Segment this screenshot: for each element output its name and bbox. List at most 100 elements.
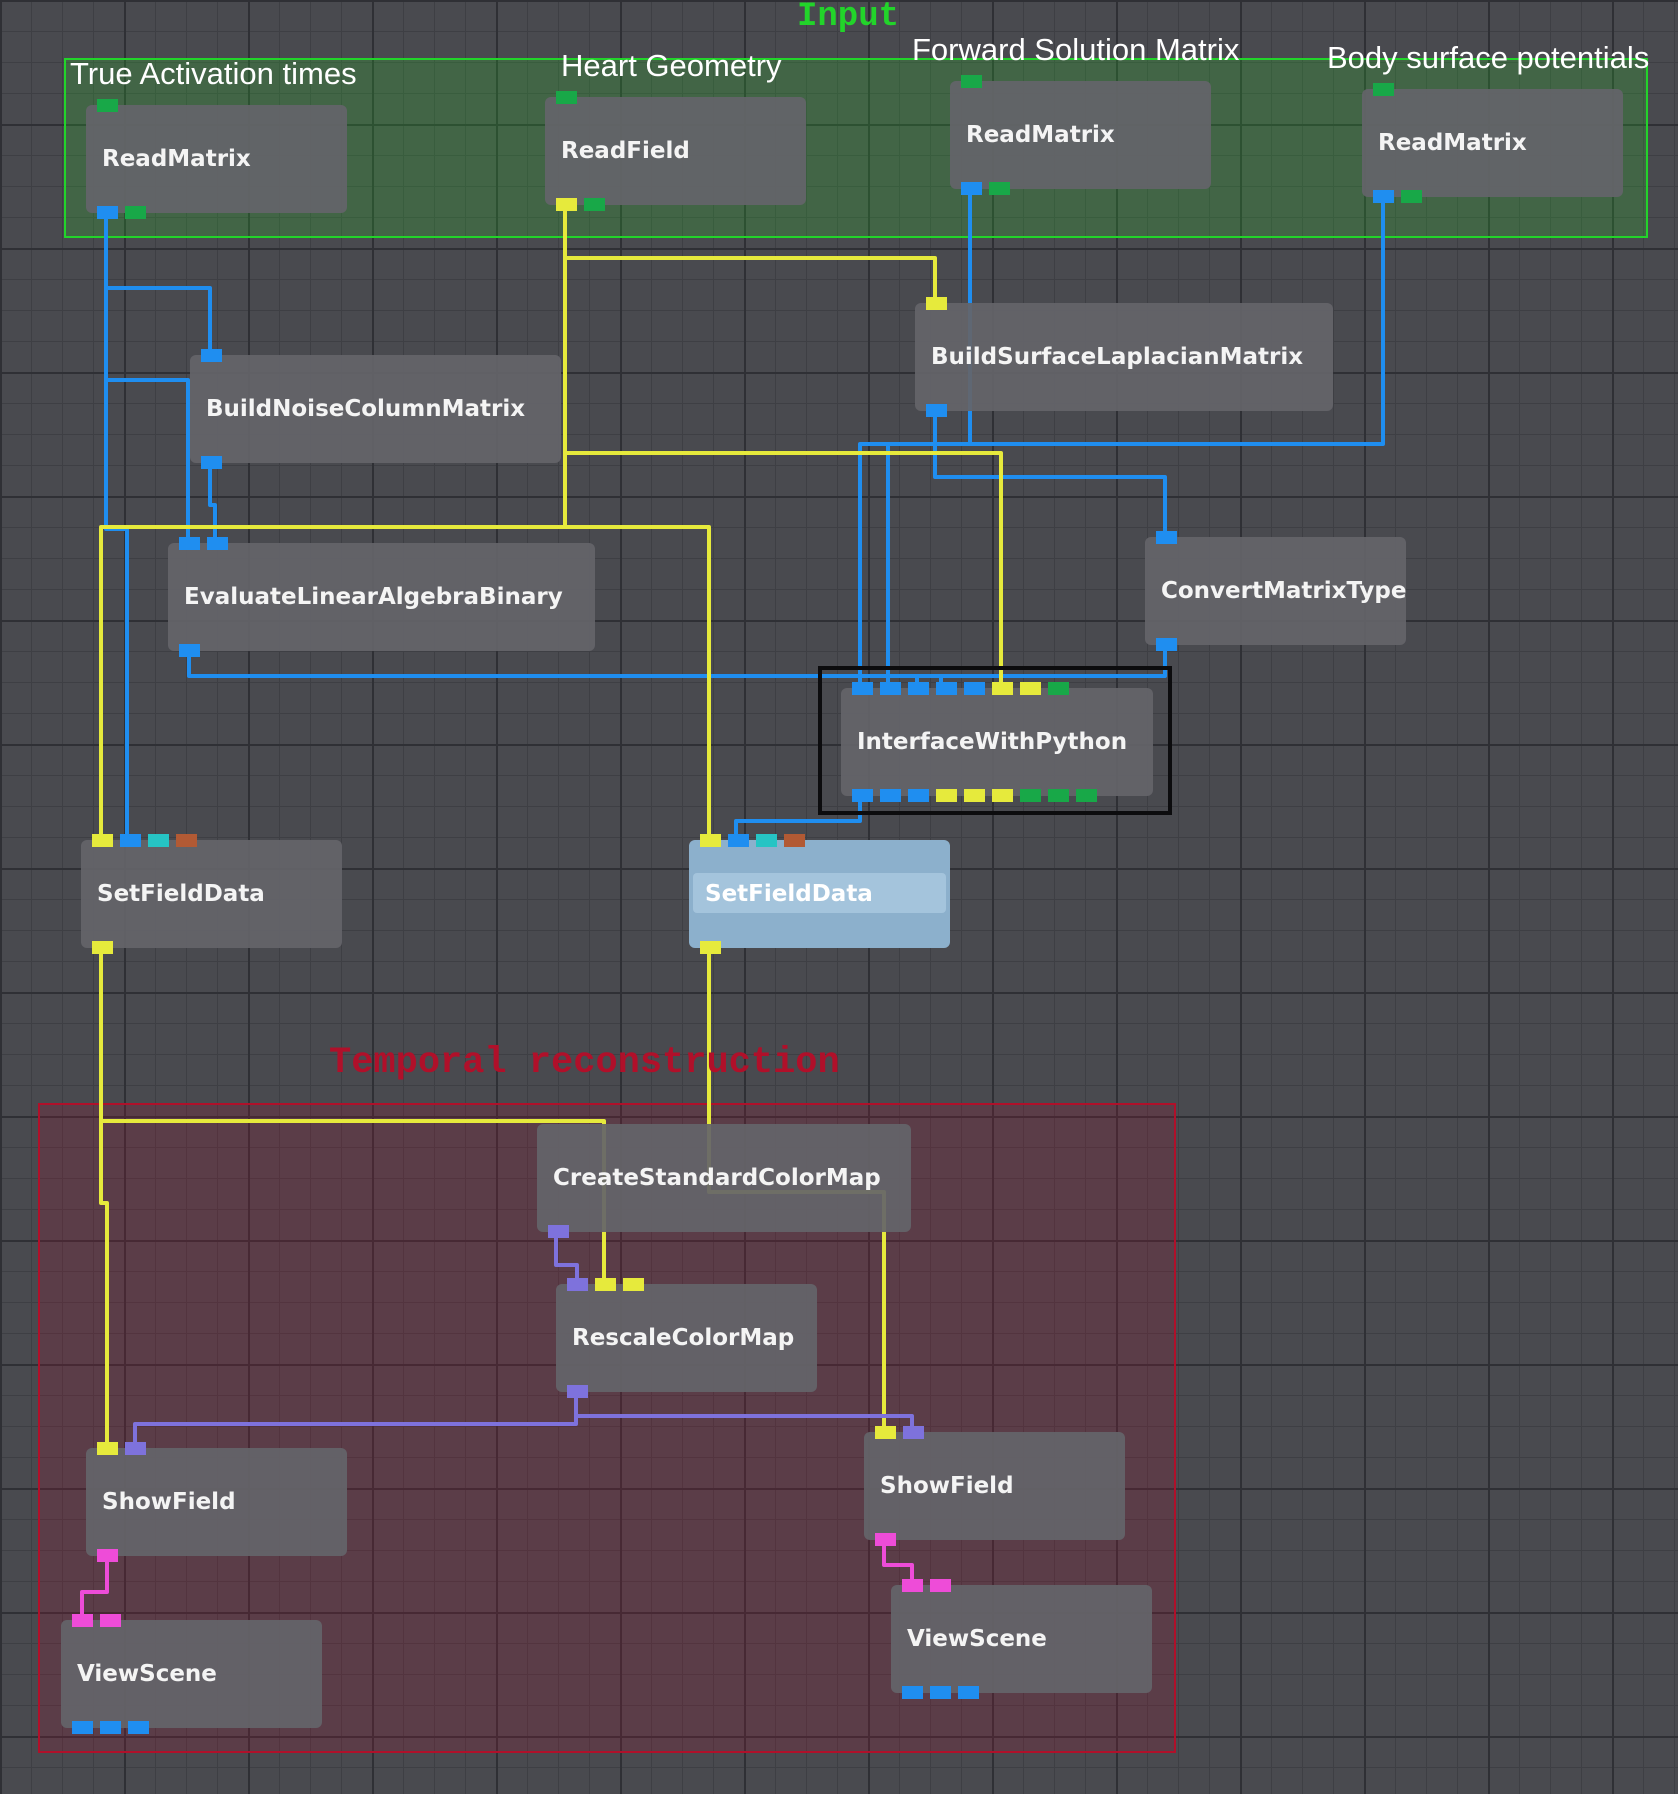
input-port-yellow[interactable] <box>700 834 721 847</box>
output-port-yellow[interactable] <box>936 789 957 802</box>
input-port-green[interactable] <box>961 75 982 88</box>
output-port-blue[interactable] <box>201 456 222 469</box>
input-port-blue[interactable] <box>908 682 929 695</box>
output-port-yellow[interactable] <box>700 941 721 954</box>
input-group-title: Input <box>797 0 900 36</box>
wire-yellow <box>565 525 711 846</box>
output-port-blue[interactable] <box>1156 638 1177 651</box>
input-port-pink[interactable] <box>930 1579 951 1592</box>
input-port-yellow[interactable] <box>875 1426 896 1439</box>
module-show-field-1[interactable]: ShowField <box>86 1442 347 1562</box>
module-rescale-colormap[interactable]: RescaleColorMap <box>556 1278 817 1398</box>
output-port-blue[interactable] <box>908 789 929 802</box>
input-port-pink[interactable] <box>72 1614 93 1627</box>
output-port-blue[interactable] <box>179 644 200 657</box>
input-port-blue[interactable] <box>728 834 749 847</box>
input-port-blue[interactable] <box>936 682 957 695</box>
output-port-blue[interactable] <box>926 404 947 417</box>
output-port-blue[interactable] <box>97 206 118 219</box>
output-port-green[interactable] <box>1020 789 1041 802</box>
output-port-green[interactable] <box>989 182 1010 195</box>
input-port-green[interactable] <box>1048 682 1069 695</box>
input-port-green[interactable] <box>556 91 577 104</box>
output-port-purple[interactable] <box>567 1385 588 1398</box>
input-port-blue[interactable] <box>964 682 985 695</box>
output-port-yellow[interactable] <box>992 789 1013 802</box>
output-port-blue[interactable] <box>72 1721 93 1734</box>
input-port-yellow[interactable] <box>926 297 947 310</box>
input-port-purple[interactable] <box>903 1426 924 1439</box>
output-port-blue[interactable] <box>930 1686 951 1699</box>
module-build-surface-laplacian-matrix[interactable]: BuildSurfaceLaplacianMatrix <box>915 297 1333 417</box>
input-port-blue[interactable] <box>852 682 873 695</box>
input-port-purple[interactable] <box>125 1442 146 1455</box>
output-port-green[interactable] <box>584 198 605 211</box>
input-port-blue[interactable] <box>201 349 222 362</box>
input-port-teal[interactable] <box>148 834 169 847</box>
input-port-green[interactable] <box>1373 83 1394 96</box>
output-port-purple[interactable] <box>548 1225 569 1238</box>
output-port-green[interactable] <box>1401 190 1422 203</box>
wire-yellow <box>99 1121 109 1454</box>
output-port-pink[interactable] <box>875 1533 896 1546</box>
module-label: CreateStandardColorMap <box>553 1165 881 1191</box>
module-read-matrix-body-surface[interactable]: ReadMatrix <box>1362 83 1623 203</box>
module-read-matrix-true-activation[interactable]: ReadMatrix <box>86 99 347 219</box>
input-port-purple[interactable] <box>567 1278 588 1291</box>
output-port-blue[interactable] <box>100 1721 121 1734</box>
input-port-blue[interactable] <box>179 537 200 550</box>
output-port-yellow[interactable] <box>92 941 113 954</box>
output-port-blue[interactable] <box>852 789 873 802</box>
note-true-activation-times: True Activation times <box>70 56 357 91</box>
wire-blue <box>933 404 1167 543</box>
output-port-blue[interactable] <box>958 1686 979 1699</box>
module-create-standard-colormap[interactable]: CreateStandardColorMap <box>537 1124 911 1238</box>
module-convert-matrix-type[interactable]: ConvertMatrixType <box>1145 531 1407 651</box>
input-port-yellow[interactable] <box>623 1278 644 1291</box>
input-port-brown[interactable] <box>784 834 805 847</box>
module-read-matrix-forward-solution[interactable]: ReadMatrix <box>950 75 1211 195</box>
output-port-blue[interactable] <box>902 1686 923 1699</box>
input-port-pink[interactable] <box>100 1614 121 1627</box>
module-set-field-data-2[interactable]: SetFieldData <box>689 834 950 954</box>
output-port-green[interactable] <box>1076 789 1097 802</box>
input-port-green[interactable] <box>97 99 118 112</box>
module-interface-with-python[interactable]: InterfaceWithPython <box>841 682 1153 802</box>
input-port-blue[interactable] <box>120 834 141 847</box>
input-port-yellow[interactable] <box>595 1278 616 1291</box>
module-label: ViewScene <box>907 1626 1047 1652</box>
output-port-yellow[interactable] <box>964 789 985 802</box>
module-view-scene-2[interactable]: ViewScene <box>891 1579 1152 1699</box>
input-port-blue[interactable] <box>880 682 901 695</box>
module-label: ConvertMatrixType <box>1161 578 1407 604</box>
input-port-brown[interactable] <box>176 834 197 847</box>
module-label: ViewScene <box>77 1661 217 1687</box>
module-set-field-data-1[interactable]: SetFieldData <box>81 834 342 954</box>
output-port-blue[interactable] <box>880 789 901 802</box>
output-port-green[interactable] <box>1048 789 1069 802</box>
module-read-field-heart-geometry[interactable]: ReadField <box>545 91 806 211</box>
input-port-pink[interactable] <box>902 1579 923 1592</box>
temporal-reconstruction-group-title: Temporal reconstruction <box>329 1042 840 1084</box>
input-port-yellow[interactable] <box>1020 682 1041 695</box>
output-port-yellow[interactable] <box>556 198 577 211</box>
input-port-yellow[interactable] <box>992 682 1013 695</box>
module-build-noise-column-matrix[interactable]: BuildNoiseColumnMatrix <box>190 349 561 469</box>
output-port-blue[interactable] <box>128 1721 149 1734</box>
output-port-blue[interactable] <box>1373 190 1394 203</box>
module-view-scene-1[interactable]: ViewScene <box>61 1614 322 1734</box>
wire-yellow <box>563 200 937 308</box>
module-label: EvaluateLinearAlgebraBinary <box>184 584 563 610</box>
output-port-pink[interactable] <box>97 1549 118 1562</box>
module-evaluate-linear-algebra-binary[interactable]: EvaluateLinearAlgebraBinary <box>168 537 595 657</box>
input-port-yellow[interactable] <box>97 1442 118 1455</box>
input-port-blue[interactable] <box>1156 531 1177 544</box>
input-port-teal[interactable] <box>756 834 777 847</box>
input-port-yellow[interactable] <box>92 834 113 847</box>
interface-with-python-selection-box <box>818 666 1172 815</box>
output-port-green[interactable] <box>125 206 146 219</box>
module-show-field-2[interactable]: ShowField <box>864 1426 1125 1546</box>
wire-blue <box>104 380 129 846</box>
output-port-blue[interactable] <box>961 182 982 195</box>
input-port-blue[interactable] <box>207 537 228 550</box>
